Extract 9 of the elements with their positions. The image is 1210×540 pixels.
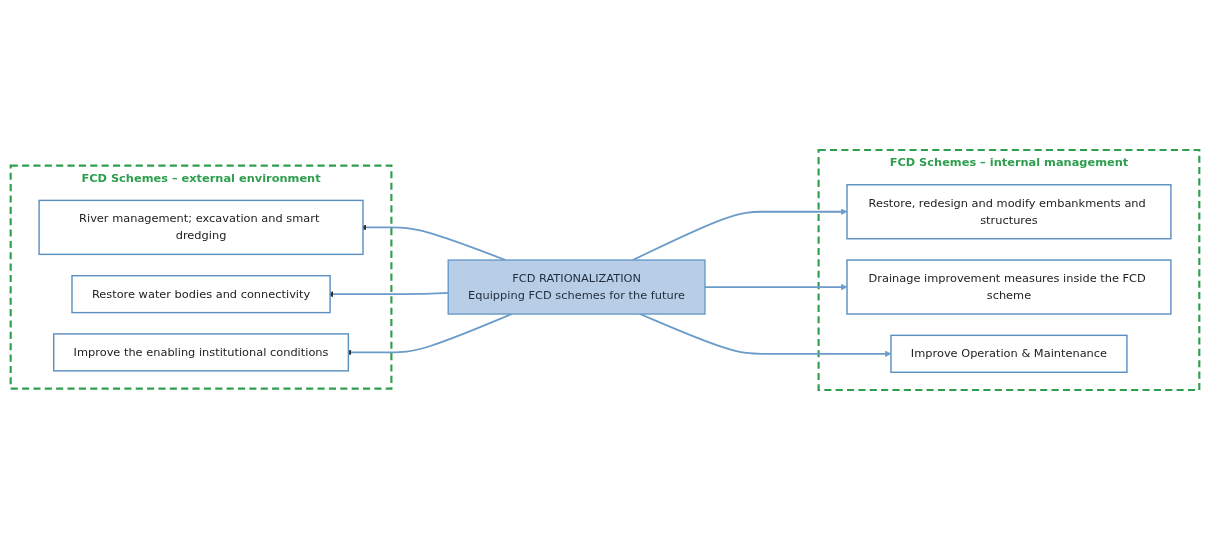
node-box: Restore water bodies and connectivity xyxy=(71,274,331,314)
node-box: Improve Operation & Maintenance xyxy=(890,334,1128,373)
node-box: Improve the enabling institutional conditions xyxy=(53,333,350,372)
arrow xyxy=(631,208,848,261)
node-box: Drainage improvement measures inside the FCD scheme xyxy=(846,259,1172,315)
node-box: River management; excavation and smart dredging xyxy=(38,199,364,256)
node-box: Restore, redesign and modify embankments and structures xyxy=(846,184,1172,240)
node-box: FCD RATIONALIZATION Equipping FCD schemes for the future xyxy=(447,259,706,315)
arrow xyxy=(704,283,848,291)
